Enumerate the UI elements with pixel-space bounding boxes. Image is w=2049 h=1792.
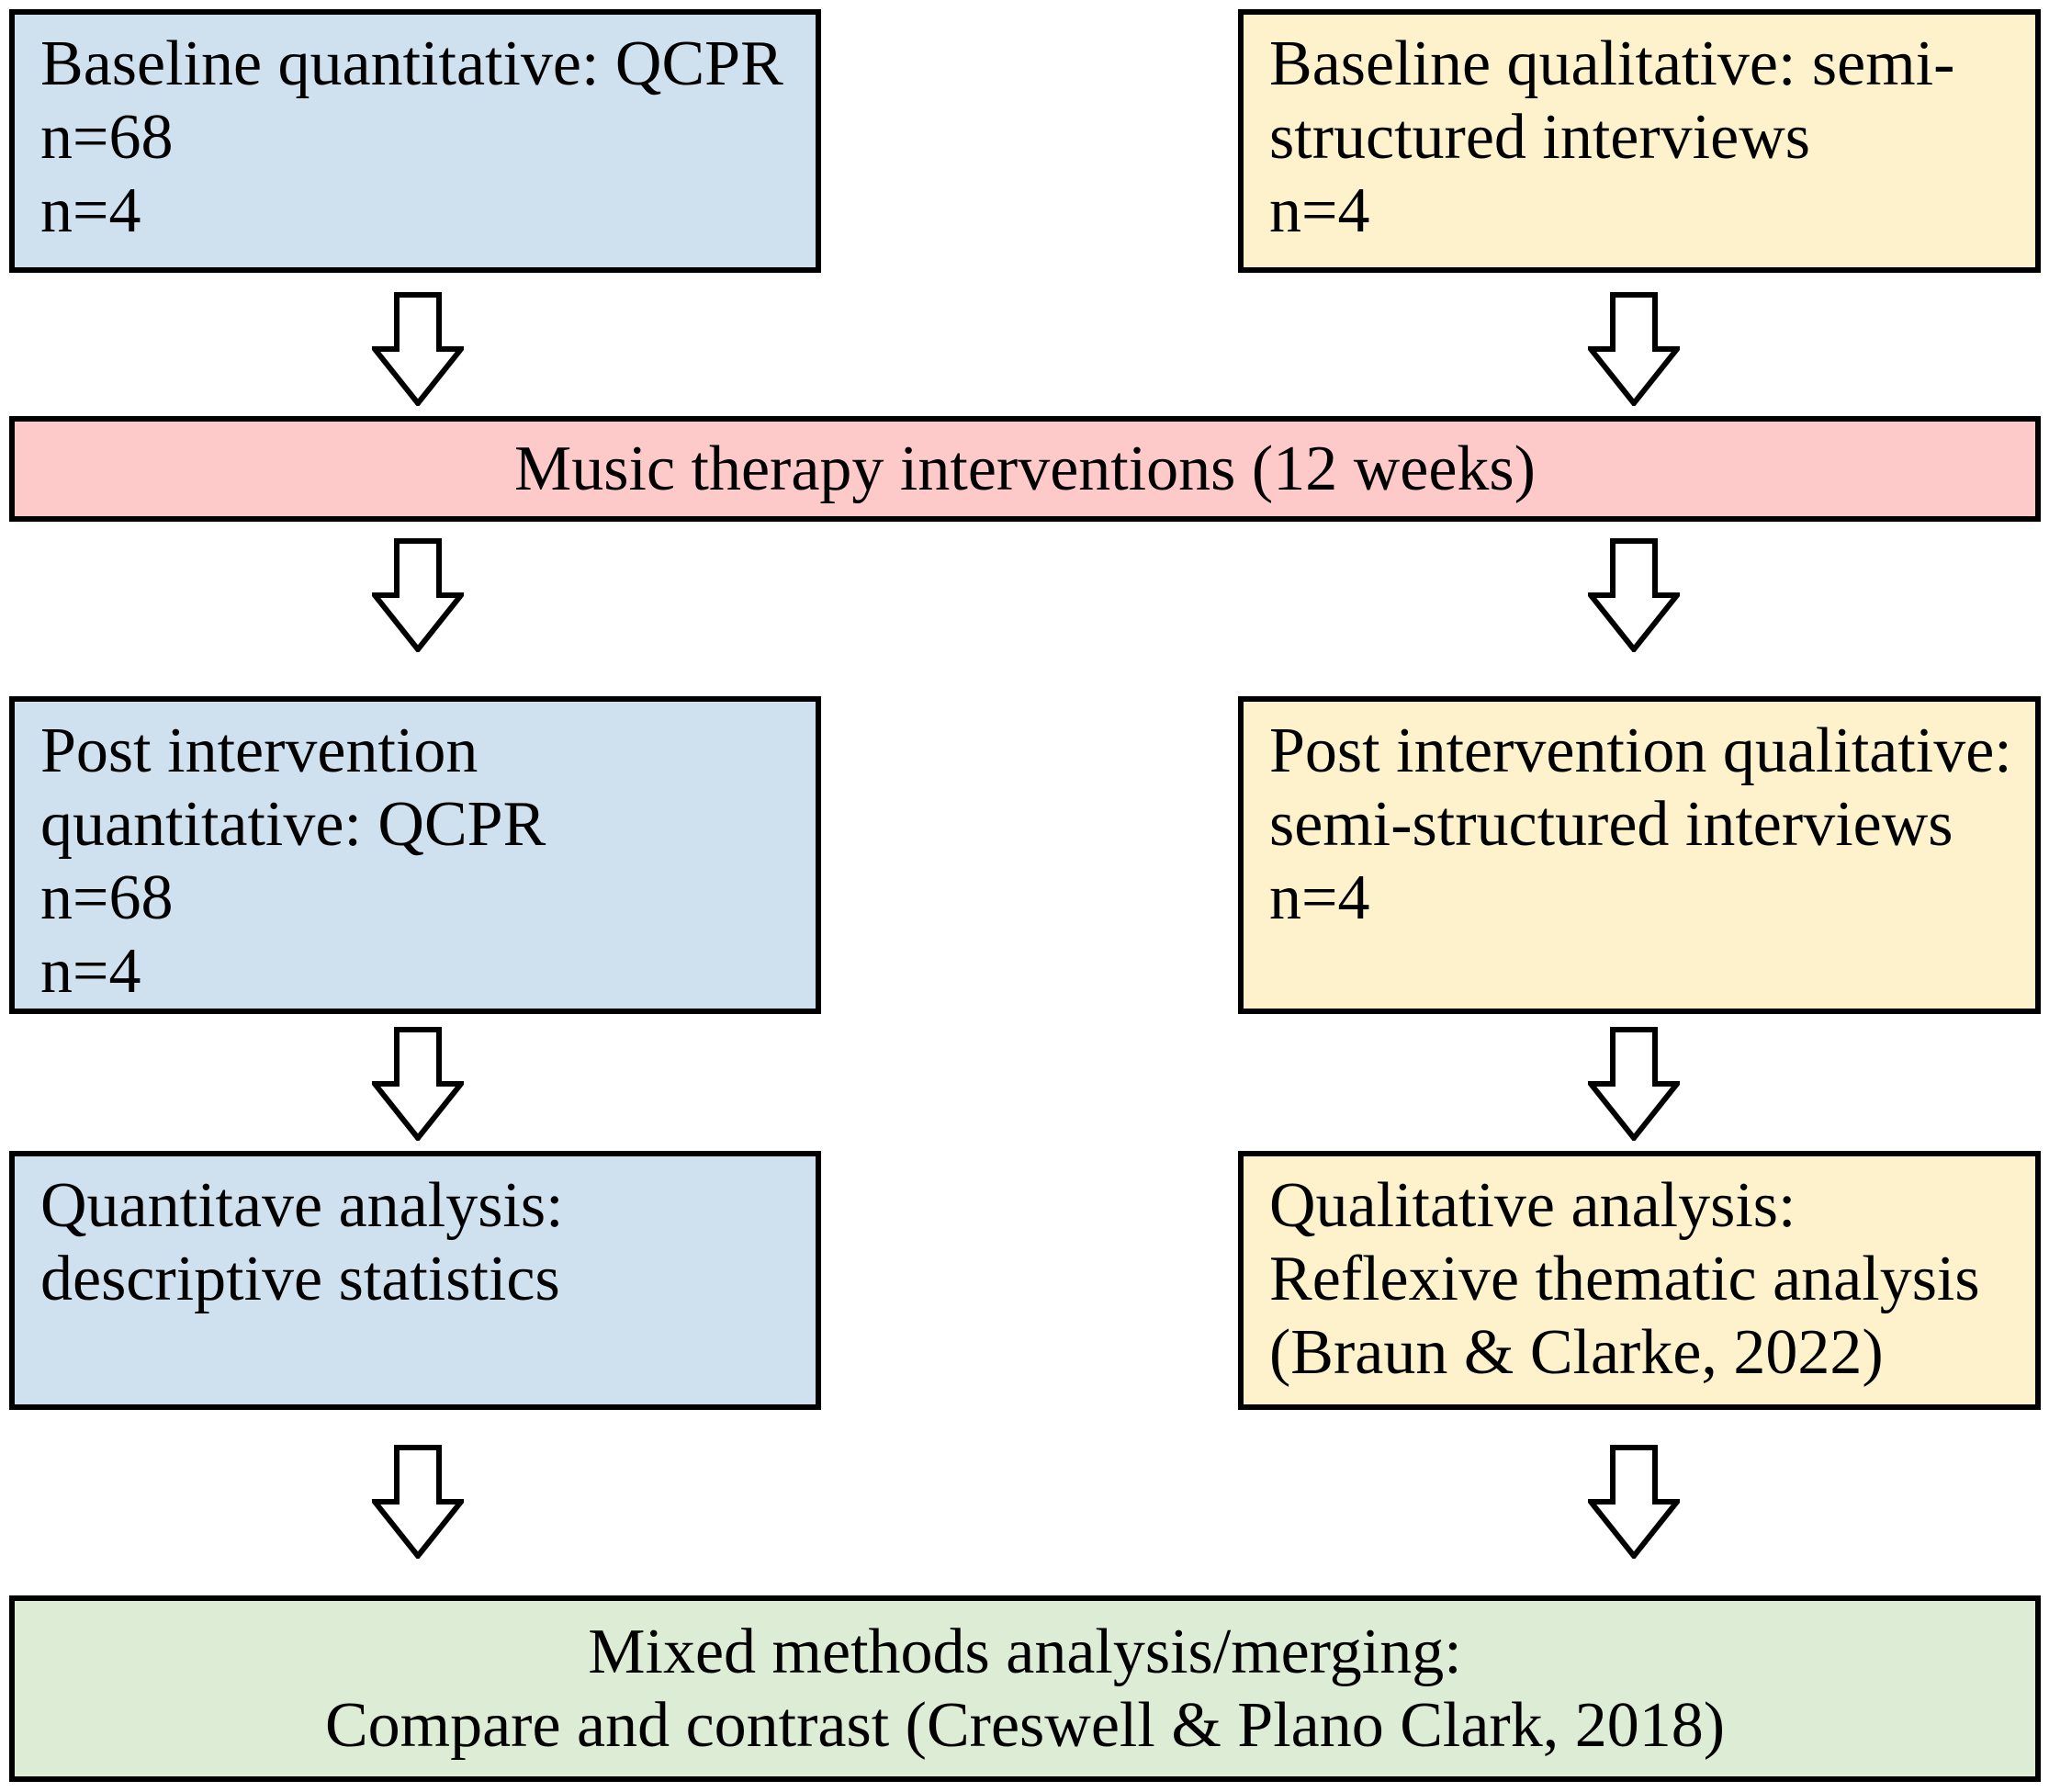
music-therapy-interventions-label: Music therapy interventions (12 weeks) [514,433,1536,504]
post-intervention-qualitative-box: Post intervention qualitative: semi-stru… [1238,696,2041,1014]
qualitative-analysis-line3: (Braun & Clarke, 2022) [1269,1317,1884,1388]
quantitative-analysis-line1: Quantitave analysis: [40,1170,564,1241]
down-arrow-icon [372,1445,464,1559]
baseline-quantitative-n68: n=68 [40,102,174,173]
quantitative-analysis-box: Quantitave analysis: descriptive statist… [9,1151,821,1410]
post-qualitative-line1: Post intervention qualitative: [1269,716,2012,786]
baseline-quantitative-n4: n=4 [40,175,141,246]
down-arrow-icon [1588,1027,1680,1141]
mixed-methods-box: Mixed methods analysis/merging: Compare … [9,1595,2041,1782]
post-quantitative-line2: quantitative: QCPR [40,789,546,860]
music-therapy-interventions-bar: Music therapy interventions (12 weeks) [9,416,2041,522]
down-arrow-icon [1588,538,1680,652]
baseline-qualitative-line1: Baseline qualitative: semi- [1269,28,1955,99]
post-intervention-quantitative-box: Post intervention quantitative: QCPR n=6… [9,696,821,1014]
post-quantitative-n68: n=68 [40,862,174,933]
qualitative-analysis-box: Qualitative analysis: Reflexive thematic… [1238,1151,2041,1410]
post-quantitative-n4: n=4 [40,936,141,1007]
down-arrow-icon [372,1027,464,1141]
qualitative-analysis-line1: Qualitative analysis: [1269,1170,1796,1241]
mixed-methods-line2: Compare and contrast (Creswell & Plano C… [324,1689,1726,1761]
baseline-qualitative-n4: n=4 [1269,175,1370,246]
mixed-methods-line1: Mixed methods analysis/merging: [588,1616,1462,1687]
post-qualitative-line2: semi-structured interviews [1269,789,1953,860]
qualitative-analysis-line2: Reflexive thematic analysis [1269,1244,1980,1314]
down-arrow-icon [372,292,464,406]
baseline-qualitative-line2: structured interviews [1269,102,1810,173]
down-arrow-icon [372,538,464,652]
baseline-quantitative-box: Baseline quantitative: QCPR n=68 n=4 [9,9,821,273]
baseline-quantitative-line: Baseline quantitative: QCPR [40,28,783,99]
post-qualitative-n4: n=4 [1269,862,1370,933]
quantitative-analysis-line2: descriptive statistics [40,1244,560,1314]
post-quantitative-line1: Post intervention [40,716,478,786]
baseline-qualitative-box: Baseline qualitative: semi- structured i… [1238,9,2041,273]
down-arrow-icon [1588,1445,1680,1559]
down-arrow-icon [1588,292,1680,406]
